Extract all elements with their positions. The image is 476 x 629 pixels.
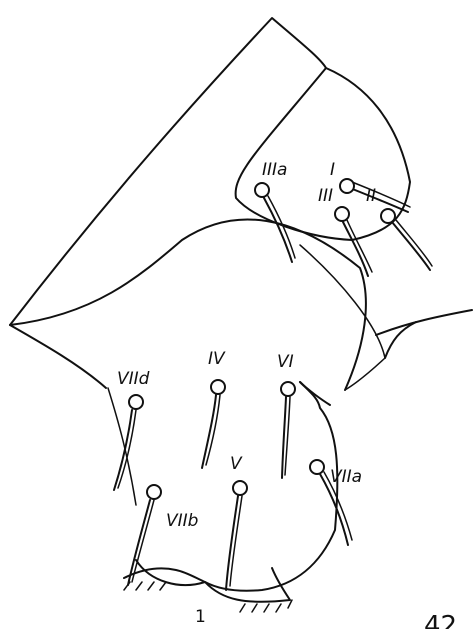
plate-number: 42 (424, 611, 457, 629)
seta-socket-VIIb (147, 485, 161, 499)
label-seta-VIIb: VIIb (166, 511, 198, 531)
label-seta-V: V (230, 454, 243, 474)
seta-socket-I (340, 179, 354, 193)
seta-socket-VIId (129, 395, 143, 409)
left-foot-claws (124, 582, 166, 590)
seta-socket-II (381, 209, 395, 223)
seta-socket-V (233, 481, 247, 495)
label-seta-VIId: VIId (117, 369, 150, 389)
label-seta-I: I (330, 160, 335, 180)
label-seta-III: III (318, 186, 333, 206)
label-seta-IV: IV (208, 349, 226, 369)
seta-VIId (114, 395, 143, 490)
seta-socket-III (335, 207, 349, 221)
seta-IV (202, 380, 225, 468)
seta-II (381, 209, 432, 270)
lower-notch (300, 382, 330, 405)
central-body-outline (10, 219, 366, 390)
label-seta-VI: VI (277, 352, 294, 372)
label-seta-VIIa: VIIa (330, 467, 362, 487)
seta-III (335, 207, 372, 276)
seta-socket-IIIa (255, 183, 269, 197)
inner-fold-line (300, 245, 385, 390)
left-foot (124, 568, 205, 582)
seta-VI (281, 382, 295, 478)
right-appendage-outline (376, 310, 472, 335)
seta-socket-IV (211, 380, 225, 394)
anterior-plate-lower-edge (10, 325, 106, 388)
seta-socket-VIIa (310, 460, 324, 474)
label-seta-IIIa: IIIa (262, 160, 287, 180)
seta-V (226, 481, 247, 590)
label-seta-II: II (366, 186, 376, 206)
panel-number: 1 (195, 607, 206, 627)
seta-socket-VI (281, 382, 295, 396)
right-foot (205, 568, 290, 602)
